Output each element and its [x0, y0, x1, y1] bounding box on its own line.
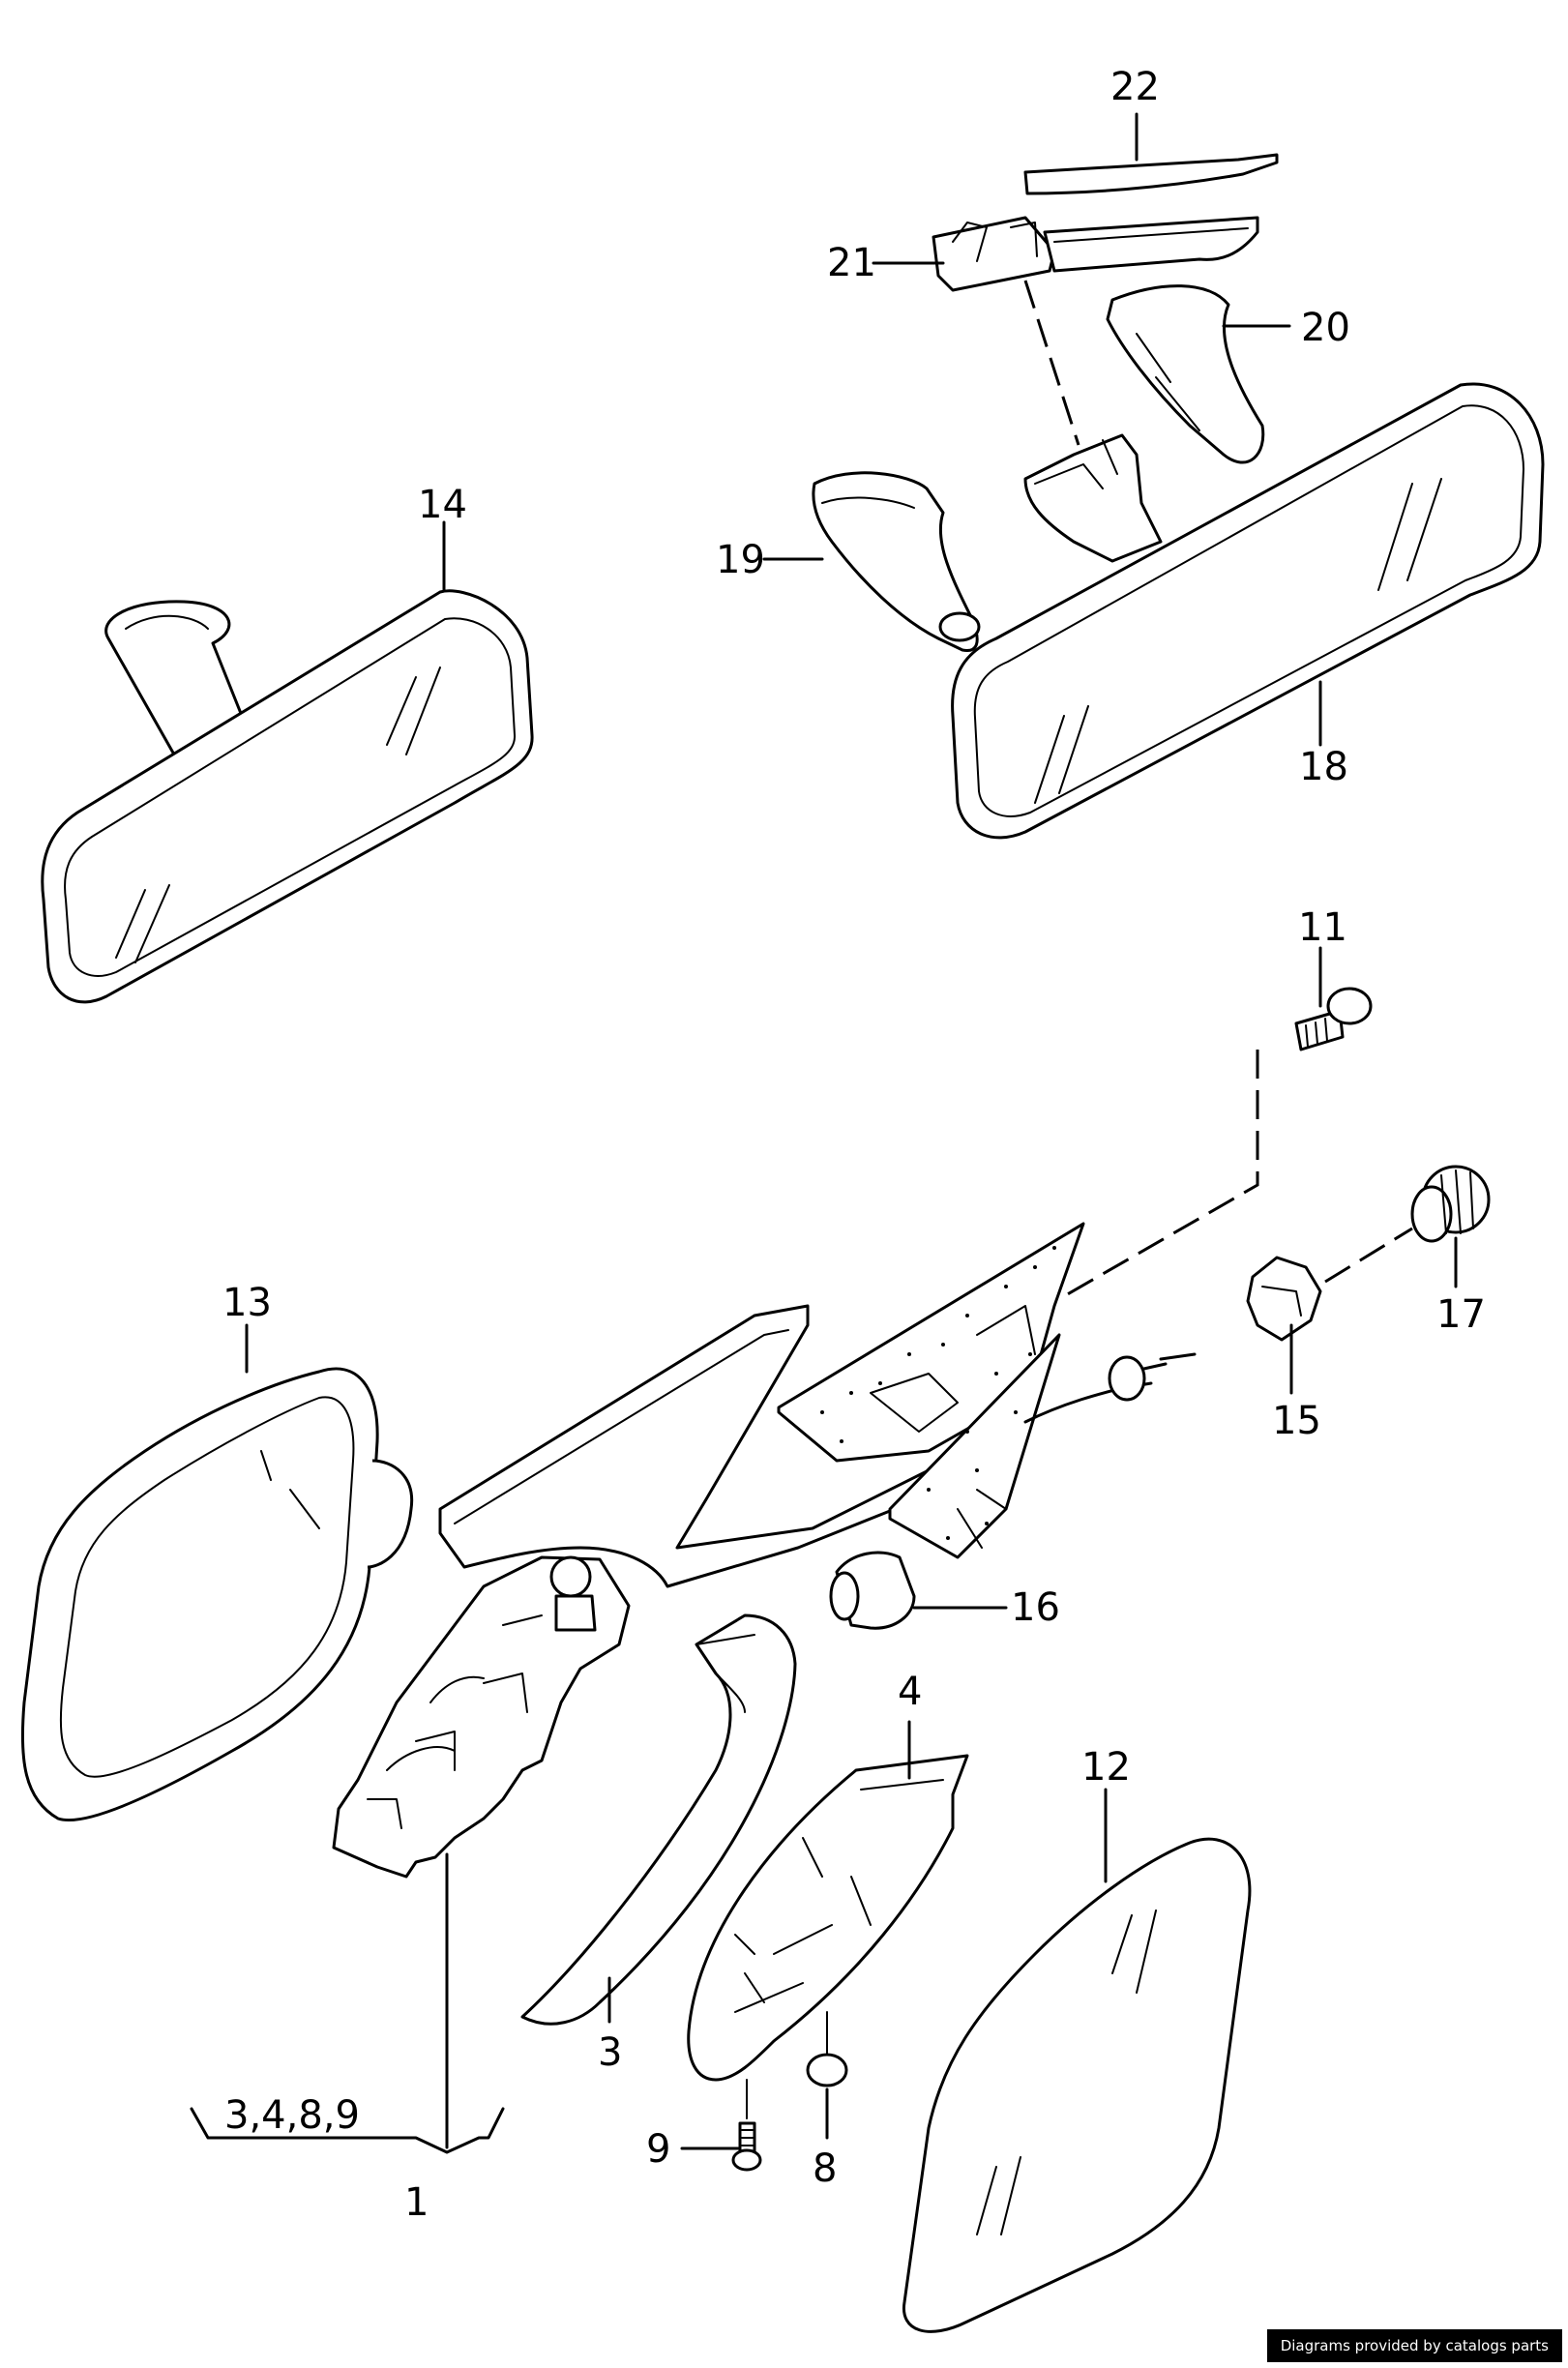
label-22: 22 — [1110, 65, 1160, 109]
part-1-mounting-bracket — [332, 1555, 631, 1879]
part-22-trim-strip — [1023, 153, 1279, 195]
label-20: 20 — [1301, 306, 1350, 350]
label-14: 14 — [418, 483, 467, 527]
part-21-clip — [932, 216, 1259, 292]
kit-bracket — [190, 2107, 505, 2154]
label-3: 3 — [598, 2030, 622, 2075]
part-labels: 22 21 20 14 19 18 11 13 17 15 16 4 12 3 … — [222, 65, 1486, 2225]
part-3-trim-strip — [520, 1613, 797, 2026]
label-4: 4 — [898, 1670, 922, 1714]
part-11-screw — [1294, 987, 1373, 1051]
part-4-lower-cover — [687, 1754, 969, 2082]
part-15-nut — [1246, 1256, 1322, 1342]
label-16: 16 — [1011, 1585, 1060, 1630]
part-12-mirror-glass — [902, 1837, 1252, 2333]
part-9-screw — [731, 2079, 762, 2172]
label-11: 11 — [1298, 905, 1347, 950]
part-16-sleeve — [829, 1551, 916, 1630]
mount-axis-line — [1023, 280, 1080, 446]
label-13: 13 — [222, 1281, 272, 1325]
label-9: 9 — [646, 2127, 670, 2172]
label-18: 18 — [1299, 745, 1348, 789]
part-13-housing-cap — [20, 1367, 414, 1821]
mirror-body — [438, 1222, 1085, 1588]
label-kit: 3,4,8,9 — [224, 2093, 360, 2138]
label-12: 12 — [1081, 1745, 1131, 1790]
part-14-rearview-mirror — [41, 589, 534, 1004]
diagram-credit-badge: Diagrams provided by catalogs parts — [1266, 2329, 1562, 2362]
part-17-knob — [1410, 1165, 1491, 1243]
part-8-nut — [806, 2011, 848, 2087]
label-19: 19 — [716, 538, 765, 582]
screw-axis-line — [1063, 1050, 1259, 1298]
cable-grommet — [1108, 1355, 1146, 1402]
textured-surface-dots — [820, 1246, 1056, 1540]
label-17: 17 — [1436, 1292, 1486, 1337]
part-18-rearview-mirror — [951, 382, 1545, 840]
nut-axis-line — [1324, 1227, 1413, 1284]
part-20-cover — [1106, 284, 1265, 464]
label-1: 1 — [404, 2180, 429, 2225]
leader-lines — [245, 112, 1458, 2150]
mirror-mount-base — [1023, 433, 1163, 563]
label-15: 15 — [1272, 1399, 1321, 1443]
part-19-cover — [812, 471, 981, 653]
label-21: 21 — [827, 241, 876, 285]
label-8: 8 — [813, 2146, 837, 2191]
